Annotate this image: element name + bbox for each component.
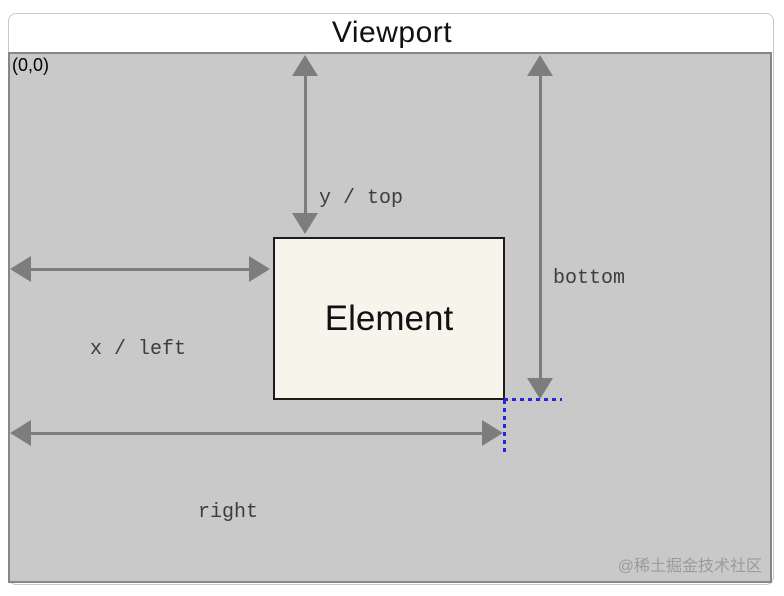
viewport-title: Viewport: [331, 16, 453, 49]
watermark-text: @稀土掘金技术社区: [617, 558, 762, 575]
arrowhead-right-icon: [482, 420, 503, 446]
arrow-shaft: [13, 431, 500, 435]
arrowhead-left-icon: [10, 420, 31, 446]
right-label: right: [198, 501, 259, 524]
guide-dotted-vertical: [503, 400, 506, 454]
viewport-area: (0,0) y / top bottom x / left: [8, 52, 772, 583]
arrowhead-up-icon: [292, 55, 318, 76]
arrowhead-right-icon: [249, 256, 270, 282]
bottom-label: bottom: [553, 267, 626, 290]
arrow-shaft: [13, 267, 267, 271]
element-box: Element: [273, 237, 505, 400]
y-top-label: y / top: [319, 187, 404, 210]
x-left-label: x / left: [90, 338, 187, 361]
origin-coordinate-label: (0,0): [12, 55, 50, 75]
arrow-shaft: [303, 58, 307, 231]
arrowhead-down-icon: [292, 213, 318, 234]
x-left-measure-arrow: [10, 256, 270, 282]
arrowhead-down-icon: [527, 378, 553, 399]
arrowhead-left-icon: [10, 256, 31, 282]
element-label: Element: [324, 298, 454, 338]
guide-dotted-horizontal: [504, 398, 562, 401]
y-top-measure-arrow: [292, 55, 318, 234]
arrow-shaft: [538, 58, 542, 396]
bottom-measure-arrow: [527, 55, 553, 399]
right-measure-arrow: [10, 420, 503, 446]
arrowhead-up-icon: [527, 55, 553, 76]
